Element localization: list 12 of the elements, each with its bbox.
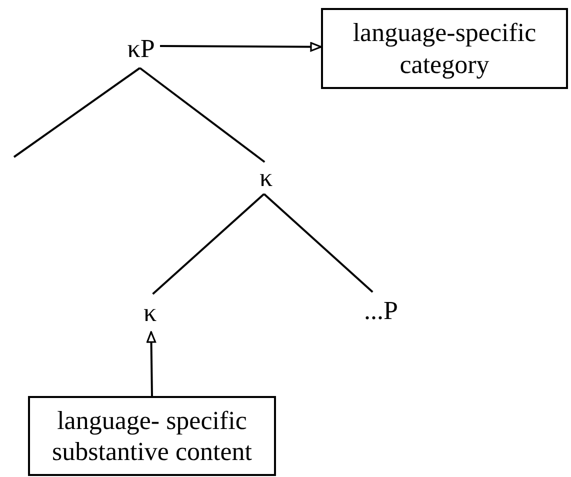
tree-branch-line <box>263 193 374 293</box>
node-label: κ <box>143 298 157 328</box>
arrow <box>160 42 322 52</box>
node-label: κ <box>259 164 273 192</box>
tree-branch-line <box>13 67 140 158</box>
node-label: κP <box>127 34 155 64</box>
content-box: language- specific substantive content <box>28 396 276 476</box>
node-label: ...P <box>364 296 398 326</box>
category-box: language-specific category <box>321 8 568 89</box>
arrow <box>146 331 156 396</box>
tree-branch-line <box>152 193 265 295</box>
tree-branch-line <box>139 67 266 163</box>
